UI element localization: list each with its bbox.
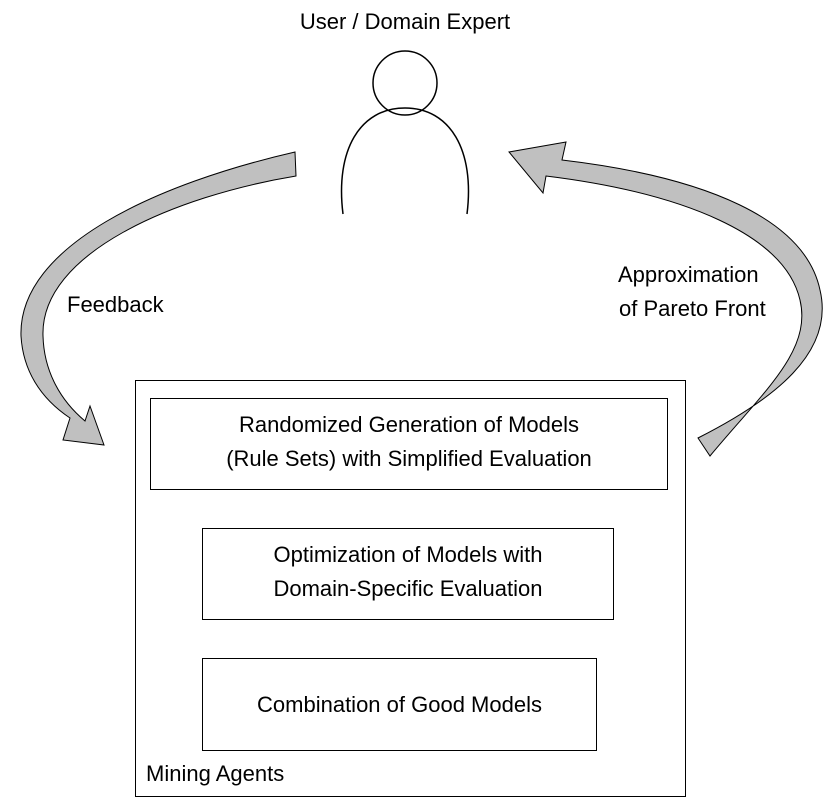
pareto-arrow-icon bbox=[508, 141, 823, 457]
step-combination: Combination of Good Models bbox=[202, 658, 597, 751]
person-head bbox=[372, 50, 438, 116]
step-1-line1: Randomized Generation of Models bbox=[239, 412, 579, 437]
pareto-label-line2: of Pareto Front bbox=[619, 296, 766, 321]
step-randomized-generation: Randomized Generation of Models (Rule Se… bbox=[150, 398, 668, 490]
step-2-line1: Optimization of Models with bbox=[273, 542, 543, 567]
person-body bbox=[340, 107, 470, 215]
step-1-line2: (Rule Sets) with Simplified Evaluation bbox=[226, 446, 592, 471]
step-optimization: Optimization of Models with Domain-Speci… bbox=[202, 528, 614, 620]
container-label: Mining Agents bbox=[146, 761, 285, 786]
step-2-line2: Domain-Specific Evaluation bbox=[273, 576, 543, 601]
feedback-arrow-icon bbox=[20, 151, 297, 446]
pareto-label-line1: Approximation bbox=[618, 262, 759, 287]
step-3-line1: Combination of Good Models bbox=[257, 692, 542, 717]
user-title: User / Domain Expert bbox=[299, 9, 511, 34]
person-icon bbox=[340, 50, 470, 215]
feedback-label: Feedback bbox=[67, 292, 164, 317]
